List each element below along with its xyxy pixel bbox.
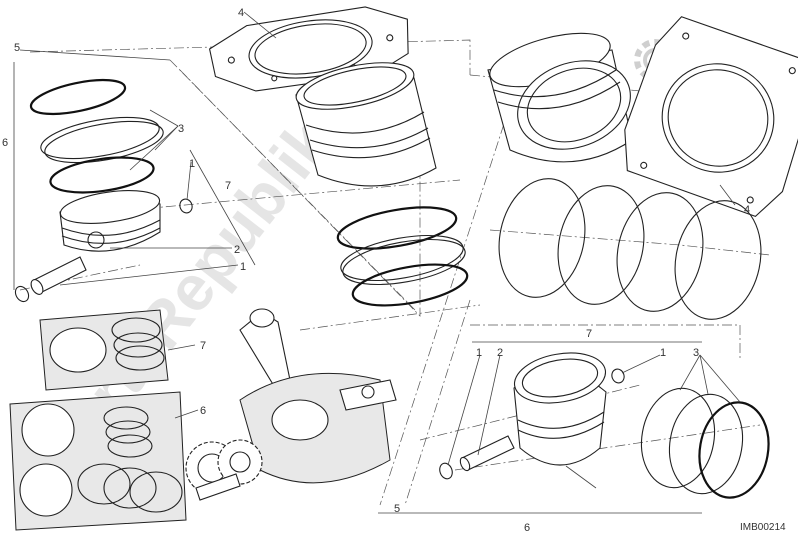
callout-7-left: 7: [225, 180, 231, 192]
callout-1-right-left: 1: [476, 347, 482, 359]
callout-7-box: 7: [200, 340, 206, 352]
left-circlips: [14, 198, 193, 303]
right-circlips: [439, 368, 625, 480]
crankshaft-assembly: [239, 308, 397, 484]
callout-1-left-top: 1: [189, 158, 195, 170]
right-large-rings: [498, 178, 762, 320]
bracket-left-7: [189, 149, 256, 266]
piston-kit-box-small: [39, 309, 169, 391]
callout-2-left: 2: [234, 244, 240, 256]
callout-2-right: 2: [497, 347, 503, 359]
top-cylinder-rings: [336, 206, 469, 307]
reference-code: IMB00214: [740, 522, 786, 533]
left-piston-pin: [30, 256, 87, 295]
top-cylinder: [295, 62, 437, 187]
callout-5-left: 5: [14, 42, 20, 54]
callout-labels: 5 6 3 1 7 2 1 4 4 7 6 7 1 2 1 3 5 6: [2, 7, 750, 534]
right-piston-rings: [640, 387, 770, 499]
right-piston: [513, 352, 607, 466]
left-piston: [59, 190, 161, 252]
callout-7-right: 7: [586, 328, 592, 340]
leader-lines: [19, 11, 741, 489]
callout-6-box: 6: [200, 405, 206, 417]
brackets: [13, 62, 702, 514]
callout-5-bottom: 5: [394, 503, 400, 515]
callout-3-right: 3: [693, 347, 699, 359]
guide-lines: [19, 39, 791, 506]
gear-wheels: [185, 439, 263, 501]
right-cylinder: [487, 32, 633, 163]
right-piston-pin: [459, 435, 515, 472]
callout-1-right-right: 1: [660, 347, 666, 359]
callout-3-left: 3: [178, 123, 184, 135]
callout-4-top: 4: [238, 7, 244, 19]
callout-1-left-bottom: 1: [240, 261, 246, 273]
left-piston-rings: [29, 78, 164, 194]
callout-6-bottom: 6: [524, 522, 530, 534]
callout-4-right: 4: [744, 204, 750, 216]
callout-6-left: 6: [2, 137, 8, 149]
piston-kit-box-large: [9, 391, 187, 531]
right-head-gasket: [624, 16, 798, 218]
